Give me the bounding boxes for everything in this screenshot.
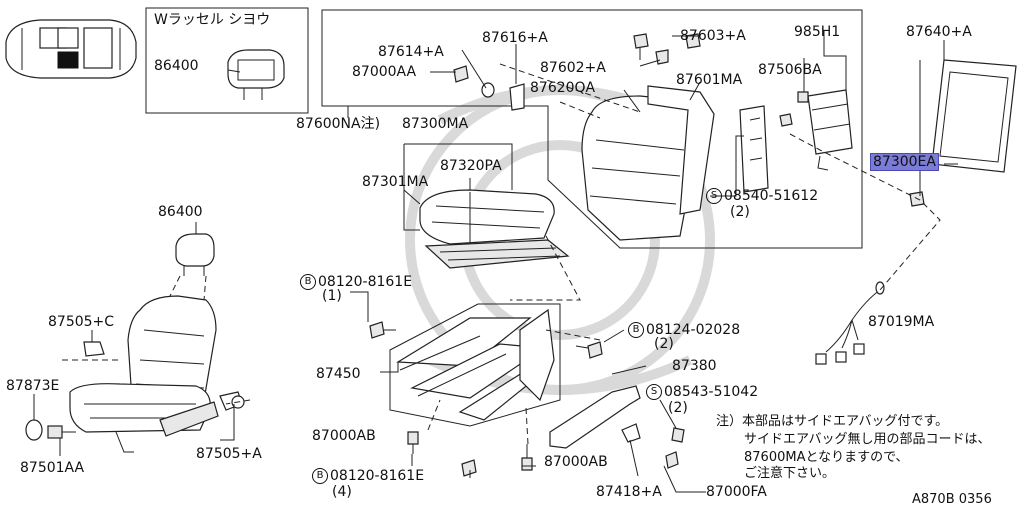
inset-title: Wラッセル シヨウ bbox=[154, 12, 271, 28]
note-line-4: ご注意下さい。 bbox=[744, 466, 836, 481]
part-label-87603: 87603+A bbox=[680, 28, 746, 44]
seat-assembly-drawing bbox=[69, 295, 219, 453]
dashed-guides bbox=[62, 63, 941, 445]
part-label-87000fa: 87000FA bbox=[706, 484, 767, 500]
part-label-87380: 87380 bbox=[672, 358, 717, 374]
seatback-board-drawing bbox=[931, 59, 1017, 173]
bolt-symbol: B bbox=[300, 274, 316, 290]
rail-box bbox=[389, 303, 561, 427]
seatback-group-box bbox=[321, 9, 863, 249]
vehicle-thumbnail bbox=[5, 19, 137, 79]
part-label-87300ma: 87300MA bbox=[402, 116, 469, 132]
part-label-87873e: 87873E bbox=[6, 378, 60, 394]
part-label-08120-b-qty: (4) bbox=[332, 484, 352, 500]
seat-rail-drawing bbox=[396, 308, 555, 421]
part-label-87300ea-highlighted[interactable]: 87300EA bbox=[870, 153, 939, 171]
part-label-87000aa: 87000AA bbox=[352, 64, 417, 80]
screw-symbol: S bbox=[706, 188, 722, 204]
part-label-87501aa: 87501AA bbox=[20, 460, 85, 476]
part-label-87505c: 87505+C bbox=[48, 314, 115, 330]
note-line-1: 注）本部品はサイドエアバッグ付です。 bbox=[716, 414, 949, 429]
seatback-cover-drawing bbox=[581, 85, 715, 241]
headrest-drawing bbox=[175, 233, 215, 276]
footer-code: A870B 0356 bbox=[912, 492, 992, 507]
part-label-87620qa: 87620QA bbox=[530, 80, 596, 96]
part-label-87506ba: 87506BA bbox=[758, 62, 822, 78]
part-label-87602: 87602+A bbox=[540, 60, 606, 76]
part-label-87505a: 87505+A bbox=[196, 446, 262, 462]
part-label-87601ma: 87601MA bbox=[676, 72, 743, 88]
screw-symbol: S bbox=[646, 384, 662, 400]
inset-headrest-drawing bbox=[227, 49, 285, 100]
part-label-08124-qty: (2) bbox=[654, 336, 674, 352]
seat-cushion-drawing bbox=[419, 189, 570, 269]
part-label-87019ma: 87019MA bbox=[868, 314, 935, 330]
part-label-87418: 87418+A bbox=[596, 484, 662, 500]
part-label-87450: 87450 bbox=[316, 366, 361, 382]
airbag-module-drawing bbox=[739, 89, 853, 193]
part-label-87301ma: 87301MA bbox=[362, 174, 429, 190]
part-label-87640: 87640+A bbox=[906, 24, 972, 40]
part-label-08540-qty: (2) bbox=[730, 204, 750, 220]
bolt-symbol: B bbox=[628, 322, 644, 338]
part-label-87000ab-2: 87000AB bbox=[544, 454, 608, 470]
part-label-87600na: 87600NA注) bbox=[296, 116, 381, 132]
lever-drawing bbox=[549, 385, 641, 449]
part-label-87320pa: 87320PA bbox=[440, 158, 502, 174]
bolt-symbol: B bbox=[312, 468, 328, 484]
note-line-3: 87600MAとなりますので、 bbox=[744, 450, 909, 465]
leader-lines bbox=[33, 30, 958, 493]
inset-box bbox=[145, 7, 309, 114]
part-label-86400-inset: 86400 bbox=[154, 58, 199, 74]
part-label-08120-a-qty: (1) bbox=[322, 288, 342, 304]
note-line-2: サイドエアバッグ無し用の部品コードは、 bbox=[744, 432, 991, 447]
wire-harness-drawing bbox=[815, 281, 885, 365]
part-label-87616: 87616+A bbox=[482, 30, 548, 46]
part-label-08543-qty: (2) bbox=[668, 400, 688, 416]
part-label-86400: 86400 bbox=[158, 204, 203, 220]
part-label-985h1: 985H1 bbox=[794, 24, 841, 40]
part-label-87000ab-1: 87000AB bbox=[312, 428, 376, 444]
part-label-87614: 87614+A bbox=[378, 44, 444, 60]
